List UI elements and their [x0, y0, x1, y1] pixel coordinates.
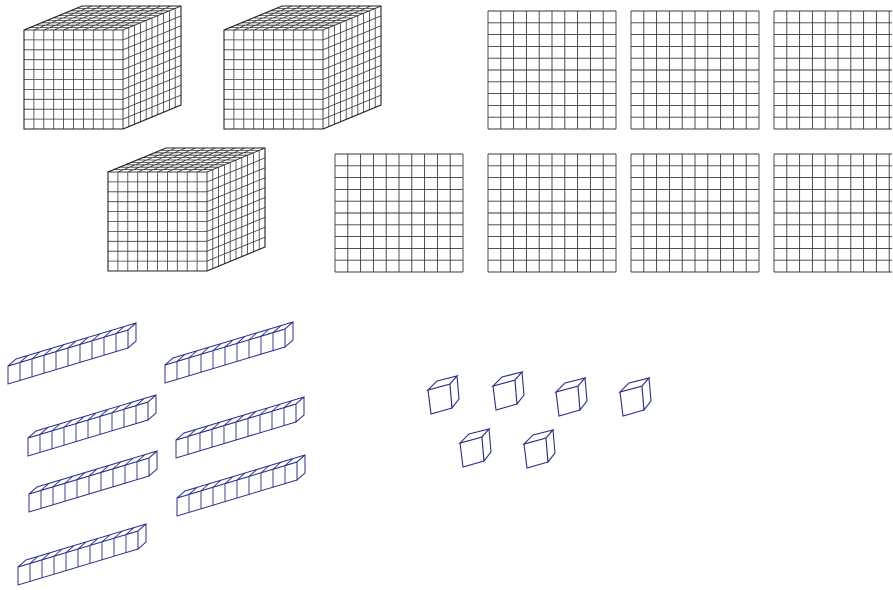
ten-rod [177, 455, 305, 516]
hundred-flat [335, 154, 463, 272]
thousand-cube [24, 6, 181, 129]
hundreds-flats-group [335, 11, 892, 272]
tens-rods-group [8, 322, 305, 585]
hundred-flat [774, 154, 892, 272]
one-unit-cube [428, 376, 459, 414]
thousand-cube [108, 148, 265, 271]
ten-rod [29, 451, 157, 512]
ten-rod [28, 395, 156, 456]
ten-rod [176, 397, 304, 458]
ten-rod [8, 323, 136, 384]
one-unit-cube [620, 378, 651, 416]
ones-units-group [428, 372, 651, 468]
ten-rod [18, 524, 146, 585]
one-unit-cube [460, 429, 491, 467]
hundred-flat [631, 11, 759, 129]
thousands-cubes-group [24, 6, 381, 271]
ten-rod [165, 322, 293, 383]
one-unit-cube [556, 378, 587, 416]
hundred-flat [488, 11, 616, 129]
thousand-cube [224, 6, 381, 129]
one-unit-cube [524, 430, 555, 468]
hundred-flat [488, 154, 616, 272]
hundred-flat [774, 11, 892, 129]
one-unit-cube [493, 372, 524, 410]
hundred-flat [631, 154, 759, 272]
